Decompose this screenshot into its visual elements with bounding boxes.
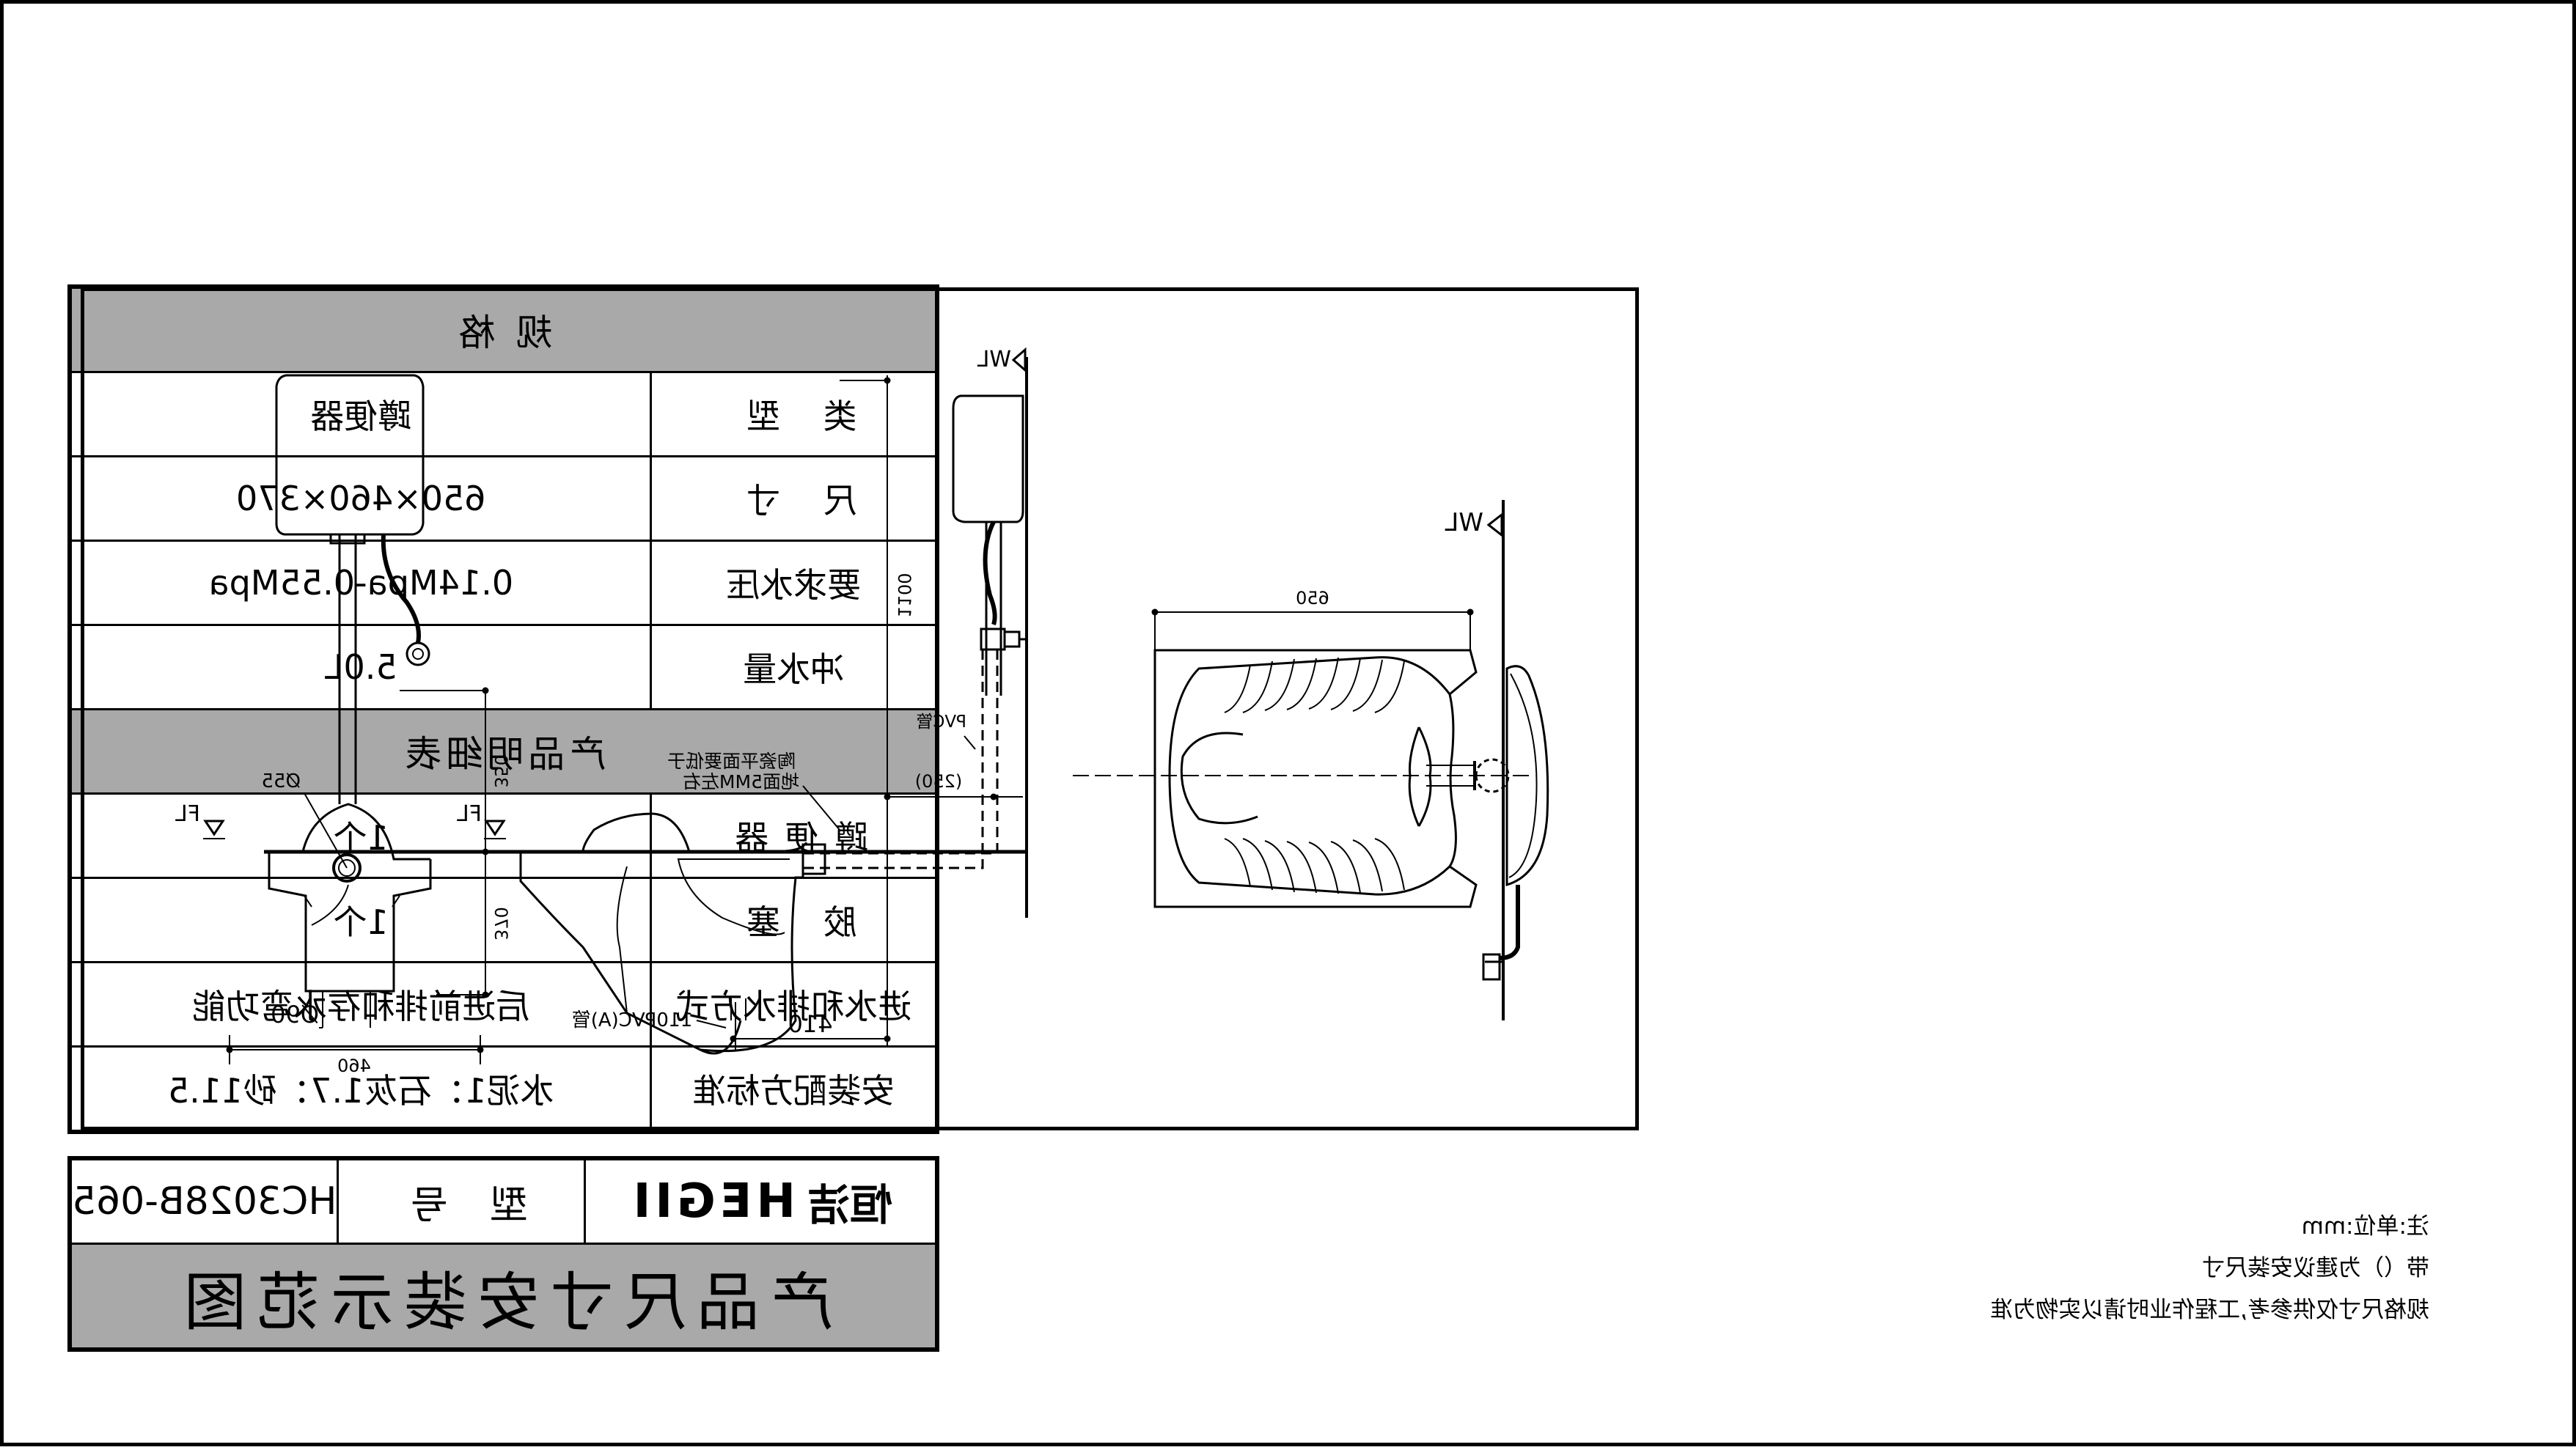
side-view: [484, 347, 1028, 1055]
pvc-pipe-label: PVC管: [916, 713, 966, 732]
dim-height-bottom: 370: [491, 907, 511, 941]
fl-label-side: FL: [457, 801, 482, 827]
dim-length: 650: [1296, 588, 1329, 608]
dim-width: 460: [337, 1056, 371, 1076]
brand-logo: 恒洁 HEGII: [585, 1158, 937, 1244]
outlet-pipe-label: 110PVC(A)管: [572, 1009, 693, 1031]
brand-name-cn: 恒洁: [807, 1180, 892, 1230]
model-label: 型 号: [338, 1158, 585, 1244]
mirrored-content: 规 格 类 型 蹲便器 尺 寸 650×460×370 要求水压 0.14Mpa…: [4, 4, 2576, 1450]
top-view: [1072, 500, 1549, 1020]
note-line: 注:单位:mm: [2301, 1213, 2429, 1240]
outlet-dia: Ø90: [271, 1001, 319, 1028]
inlet-dia: Ø55: [261, 770, 301, 792]
install-note-1: 陶瓷平面要低于: [667, 751, 796, 772]
notes: 注:单位:mm 带（）为建议安装尺寸 规格尺寸仅供参考,工程作业时请以实物为准: [1872, 1206, 2429, 1331]
dim-outlet: 410: [788, 1010, 832, 1038]
note-line: 带（）为建议安装尺寸: [2202, 1255, 2429, 1281]
dim-tank-height: 1100: [894, 573, 914, 617]
dim-height-top: 350: [491, 754, 511, 788]
model-value: HC3028B-065: [70, 1158, 338, 1244]
front-view: [203, 374, 489, 1064]
dim-offset: (250): [915, 771, 963, 792]
note-line: 规格尺寸仅供参考,工程作业时请以实物为准: [1990, 1297, 2429, 1323]
wl-label-top: WL: [1445, 508, 1483, 537]
fl-label-front: FL: [175, 801, 200, 827]
install-note-2: 地面5MM左右: [683, 771, 799, 792]
installation-drawing: 650 WL WL 1100 (250) PVC管 陶瓷平面要低于 地面5MM左…: [175, 347, 1549, 1076]
brand-name-en: HEGII: [628, 1174, 796, 1229]
wl-label-side: WL: [977, 347, 1011, 372]
sheet-title: 产品尺寸安装示范图: [70, 1243, 937, 1350]
title-block: 恒洁 HEGII 型 号 HC3028B-065 产品尺寸安装示范图: [67, 1156, 939, 1352]
